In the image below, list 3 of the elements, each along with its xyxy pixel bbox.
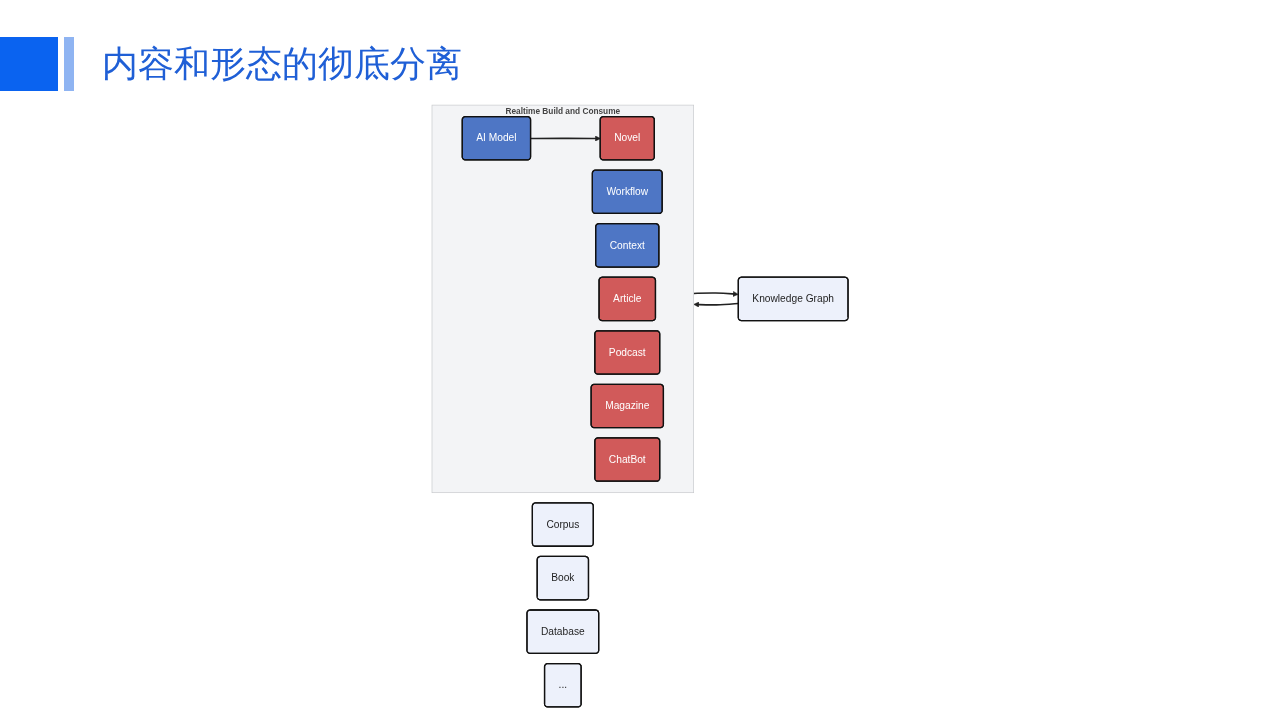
arrow [530,135,601,142]
arrow [692,291,739,297]
slide-title: 内容和形态的彻底分离 [102,41,462,86]
